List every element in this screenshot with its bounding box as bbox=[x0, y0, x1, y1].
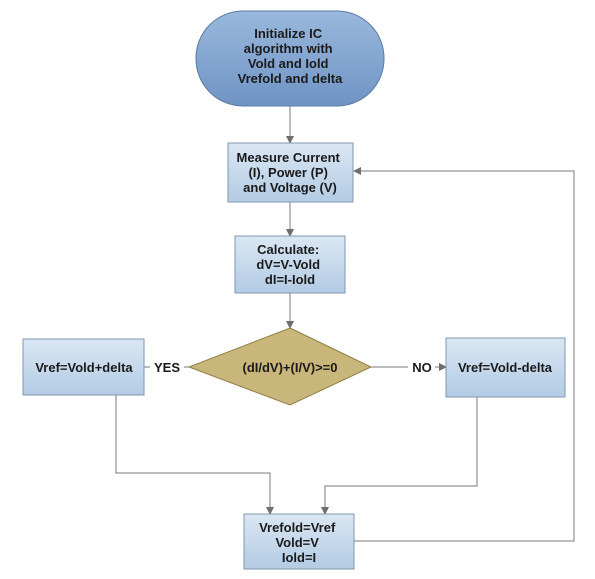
decision-diamond-shape bbox=[187, 327, 373, 406]
no-branch-label: NO bbox=[412, 360, 432, 375]
start-terminator-label: Initialize IC algorithm with Vold and Io… bbox=[238, 26, 344, 86]
decrease-vref-label: Vref=Vold-delta bbox=[458, 360, 553, 375]
measure-process-shape bbox=[227, 142, 354, 203]
measure-process-label: Measure Current (I), Power (P) and Volta… bbox=[237, 150, 344, 195]
decrease-vref-box: Vref=Vold-delta bbox=[445, 337, 566, 398]
increase-vref-shape bbox=[22, 338, 145, 396]
yes-branch-label: YES bbox=[154, 360, 180, 375]
decision-diamond-label: (dI/dV)+(I/V)>=0 bbox=[243, 360, 338, 375]
connector-increase-to-update bbox=[115, 395, 274, 515]
update-process-shape bbox=[243, 513, 355, 570]
decrease-vref-shape bbox=[445, 337, 566, 398]
measure-process-box: Measure Current (I), Power (P) and Volta… bbox=[227, 142, 354, 203]
start-terminator: Initialize IC algorithm with Vold and Io… bbox=[195, 10, 385, 107]
update-process-label: Vrefold=Vref Vold=V Iold=I bbox=[259, 520, 339, 565]
decision-diamond: (dI/dV)+(I/V)>=0 bbox=[187, 327, 373, 406]
calculate-process-label: Calculate: dV=V-Vold dI=I-Iold bbox=[256, 242, 323, 287]
calculate-process-box: Calculate: dV=V-Vold dI=I-Iold bbox=[234, 235, 346, 294]
increase-vref-box: Vref=Vold+delta bbox=[22, 338, 145, 396]
connector-decrease-to-update bbox=[321, 397, 478, 515]
increase-vref-label: Vref=Vold+delta bbox=[35, 360, 133, 375]
start-terminator-shape bbox=[195, 10, 385, 107]
connector-update-loop-to-measure bbox=[353, 167, 575, 542]
calculate-process-shape bbox=[234, 235, 346, 294]
update-process-box: Vrefold=Vref Vold=V Iold=I bbox=[243, 513, 355, 570]
